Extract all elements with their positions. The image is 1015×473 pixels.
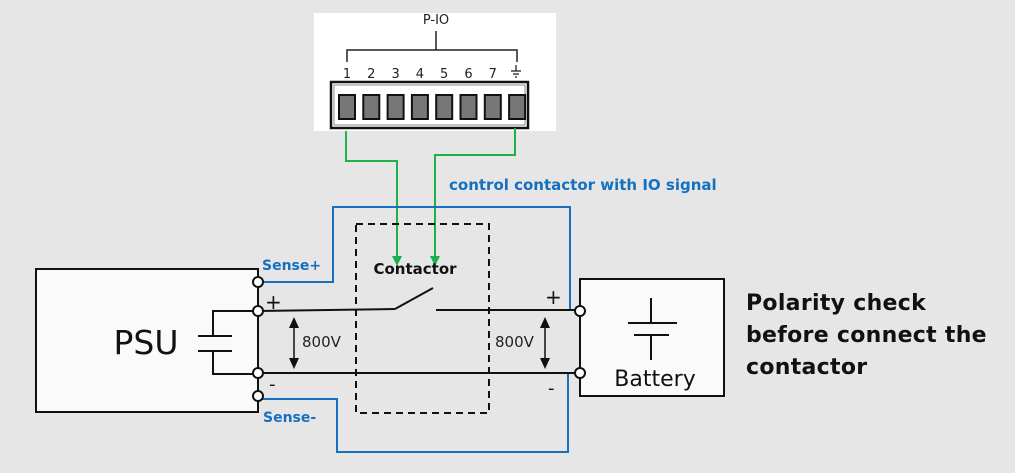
arrow-down-icon: [392, 256, 402, 266]
pio-bracket: [346, 31, 518, 62]
sense-minus-label: Sense-: [263, 410, 316, 426]
psu-label: PSU: [113, 323, 178, 362]
terminal-battery-minus: [574, 367, 586, 379]
battery-terminals: [574, 305, 586, 379]
pio-sockets: [338, 94, 527, 120]
arrow-down-icon: [430, 256, 440, 266]
pio-pin-socket: [362, 94, 381, 120]
ground-icon: [511, 65, 521, 78]
psu-capacitor-icon: [198, 310, 258, 375]
pio-pin-labels: 1 2 3 4 5 6 7: [343, 67, 497, 82]
io-wire-pin1: [345, 131, 398, 258]
psu-voltage-arrow: [289, 317, 299, 369]
battery-minus-sign: -: [548, 378, 555, 399]
io-signal-wires: [345, 128, 516, 266]
polarity-note: Polarity check before connect the contac…: [746, 288, 987, 384]
battery-voltage-arrow: [540, 317, 550, 369]
psu-minus-sign: -: [269, 374, 276, 395]
pio-title: P-IO: [423, 13, 449, 28]
pio-pin-socket: [435, 94, 454, 120]
battery-cell-icon: [628, 298, 677, 360]
sense-plus-label: Sense+: [262, 258, 321, 274]
terminal-battery-plus: [574, 305, 586, 317]
pio-pin-socket: [410, 94, 429, 120]
contactor-switch-blade: [394, 287, 434, 310]
psu-terminals: [252, 276, 264, 402]
pio-pin-socket: [483, 94, 502, 120]
pio-pin-label: 4: [416, 67, 424, 82]
psu-voltage-label: 800V: [302, 333, 342, 351]
pio-pin-socket: [459, 94, 478, 120]
polarity-note-line: Polarity check: [746, 291, 927, 316]
control-note: control contactor with IO signal: [449, 176, 717, 194]
terminal-sense-plus: [252, 276, 264, 288]
pio-pin-socket: [508, 94, 527, 120]
pio-pin-label: 6: [464, 67, 472, 82]
positive-wire-psu-side: [257, 308, 396, 312]
pio-pin-label: 7: [489, 67, 497, 82]
psu-box: [35, 268, 259, 413]
battery-label: Battery: [614, 367, 695, 392]
sense-wires: [262, 206, 571, 453]
pio-pin-socket: [386, 94, 405, 120]
terminal-sense-minus: [252, 390, 264, 402]
pio-pin-label: 1: [343, 67, 351, 82]
polarity-note-line: before connect the: [746, 323, 987, 348]
terminal-psu-plus: [252, 305, 264, 317]
sense-minus-wire: [262, 373, 569, 453]
battery-voltage-label: 800V: [495, 333, 535, 351]
power-wires: [257, 287, 579, 374]
pio-pin-label: 5: [440, 67, 448, 82]
pio-pin-label: 3: [391, 67, 399, 82]
pio-pin-label: 2: [367, 67, 375, 82]
pio-pin-socket: [338, 94, 356, 120]
polarity-note-line: contactor: [746, 355, 868, 380]
terminal-psu-minus: [252, 367, 264, 379]
battery-plus-sign: +: [545, 285, 562, 309]
contactor-box: [355, 223, 490, 414]
sense-plus-wire: [262, 206, 571, 311]
psu-plus-sign: +: [265, 290, 282, 314]
contactor-label: Contactor: [373, 260, 457, 278]
